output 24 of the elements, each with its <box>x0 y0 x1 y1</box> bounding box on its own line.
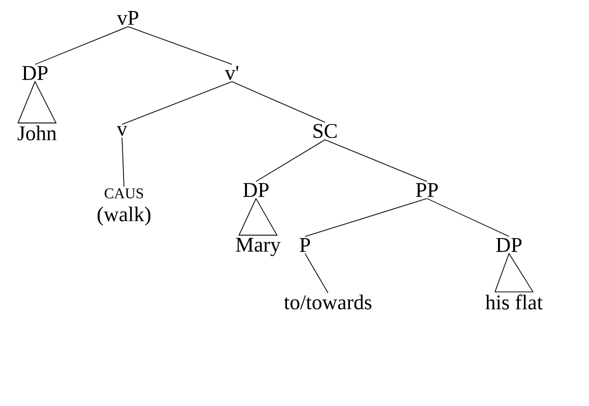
node-label: SC <box>314 124 337 138</box>
node-label: v' <box>224 66 238 80</box>
tree-branch <box>256 139 326 182</box>
node-label: vP <box>116 11 138 25</box>
tree-branch <box>304 198 428 237</box>
tree-branch <box>304 253 328 294</box>
tree-branch <box>34 26 128 65</box>
node-label: DP <box>243 183 269 197</box>
node-label: PP <box>416 183 438 197</box>
node-label: DP <box>22 66 48 80</box>
node-label: his flat <box>485 294 543 310</box>
node-label: John <box>18 126 56 140</box>
node-label: DP <box>496 238 522 252</box>
node-label: Mary <box>236 238 281 256</box>
tree-branch <box>122 137 124 188</box>
tree-branch <box>122 81 232 125</box>
node-label: to/towards <box>284 294 372 310</box>
node-label: v <box>116 126 128 136</box>
node-label: P <box>300 238 310 252</box>
tree-branch <box>232 81 326 123</box>
tree-branch <box>128 26 232 65</box>
tree-branch <box>426 198 510 237</box>
tree-branch <box>324 139 428 182</box>
node-label: CAUS (walk) <box>98 188 150 226</box>
